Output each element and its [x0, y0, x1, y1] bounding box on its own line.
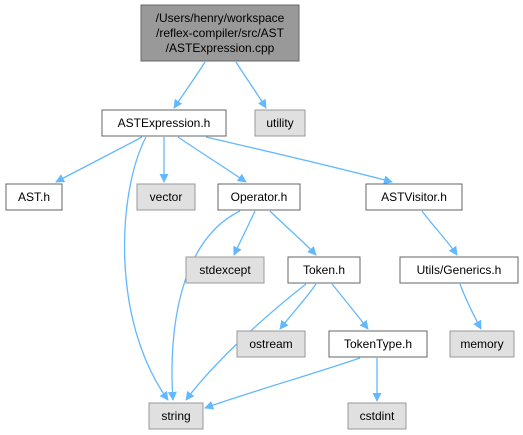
- node-box: [287, 256, 361, 284]
- node-label: ASTVisitor.h: [381, 190, 447, 204]
- node-label: vector: [150, 190, 183, 204]
- node-label: stdexcept: [199, 263, 251, 277]
- node-box: [254, 109, 306, 137]
- nodes-layer: /Users/henry/workspace/reflex-compiler/s…: [5, 4, 519, 430]
- edge-root-to-utility: [235, 61, 267, 109]
- node-box: [236, 330, 306, 358]
- node-label: /reflex-compiler/src/AST: [156, 26, 285, 40]
- node-cstdint[interactable]: cstdint: [347, 402, 407, 430]
- node-label: Token.h: [303, 263, 345, 277]
- node-label: Utils/Generics.h: [417, 263, 502, 277]
- node-box: [140, 4, 300, 62]
- edge-utils-generics-h-to-memory: [459, 283, 482, 330]
- edge-root-to-astexpression-h: [173, 61, 206, 109]
- edge-astexpression-h-to-astvisitor-h: [205, 136, 393, 185]
- edge-astexpression-h-to-string: [123, 136, 169, 401]
- node-utility[interactable]: utility: [254, 109, 306, 137]
- node-ostream[interactable]: ostream: [236, 330, 306, 358]
- edge-astvisitor-h-to-utils-generics-h: [421, 210, 458, 256]
- node-astvisitor-h[interactable]: ASTVisitor.h: [365, 183, 463, 211]
- node-label: cstdint: [360, 409, 395, 423]
- node-box: [449, 330, 515, 358]
- edge-operator-h-to-string: [167, 210, 241, 401]
- node-operator-h[interactable]: Operator.h: [217, 183, 301, 211]
- node-root: /Users/henry/workspace/reflex-compiler/s…: [140, 4, 300, 62]
- edge-token-h-to-ostream: [279, 283, 317, 330]
- node-token-h[interactable]: Token.h: [287, 256, 361, 284]
- node-box: [217, 183, 301, 211]
- node-label: memory: [460, 337, 503, 351]
- node-label: /Users/henry/workspace: [156, 11, 285, 25]
- node-box: [101, 109, 227, 137]
- node-box: [328, 330, 428, 358]
- node-astexpression-h[interactable]: ASTExpression.h: [101, 109, 227, 137]
- node-label: /ASTExpression.cpp: [166, 41, 275, 55]
- node-box: [148, 402, 204, 430]
- node-label: utility: [266, 116, 293, 130]
- edge-astexpression-h-to-operator-h: [177, 136, 247, 183]
- edge-operator-h-to-stdexcept: [233, 210, 256, 256]
- node-string[interactable]: string: [148, 402, 204, 430]
- node-ast-h[interactable]: AST.h: [5, 183, 63, 211]
- node-label: TokenType.h: [344, 337, 412, 351]
- node-tokentype-h[interactable]: TokenType.h: [328, 330, 428, 358]
- node-box: [399, 256, 519, 284]
- node-box: [365, 183, 463, 211]
- edge-tokentype-h-to-string: [204, 357, 361, 410]
- node-box: [185, 256, 265, 284]
- edge-operator-h-to-token-h: [269, 210, 317, 256]
- node-label: string: [161, 409, 190, 423]
- node-label: ASTExpression.h: [118, 116, 211, 130]
- edges-layer: [55, 61, 482, 410]
- node-vector[interactable]: vector: [136, 183, 196, 211]
- node-box: [136, 183, 196, 211]
- node-label: AST.h: [18, 190, 50, 204]
- node-memory[interactable]: memory: [449, 330, 515, 358]
- node-utils-generics-h[interactable]: Utils/Generics.h: [399, 256, 519, 284]
- node-box: [5, 183, 63, 211]
- node-label: Operator.h: [231, 190, 288, 204]
- node-label: ostream: [249, 337, 292, 351]
- node-box: [347, 402, 407, 430]
- node-stdexcept[interactable]: stdexcept: [185, 256, 265, 284]
- edge-token-h-to-tokentype-h: [331, 283, 369, 330]
- edge-astexpression-h-to-ast-h: [55, 136, 143, 183]
